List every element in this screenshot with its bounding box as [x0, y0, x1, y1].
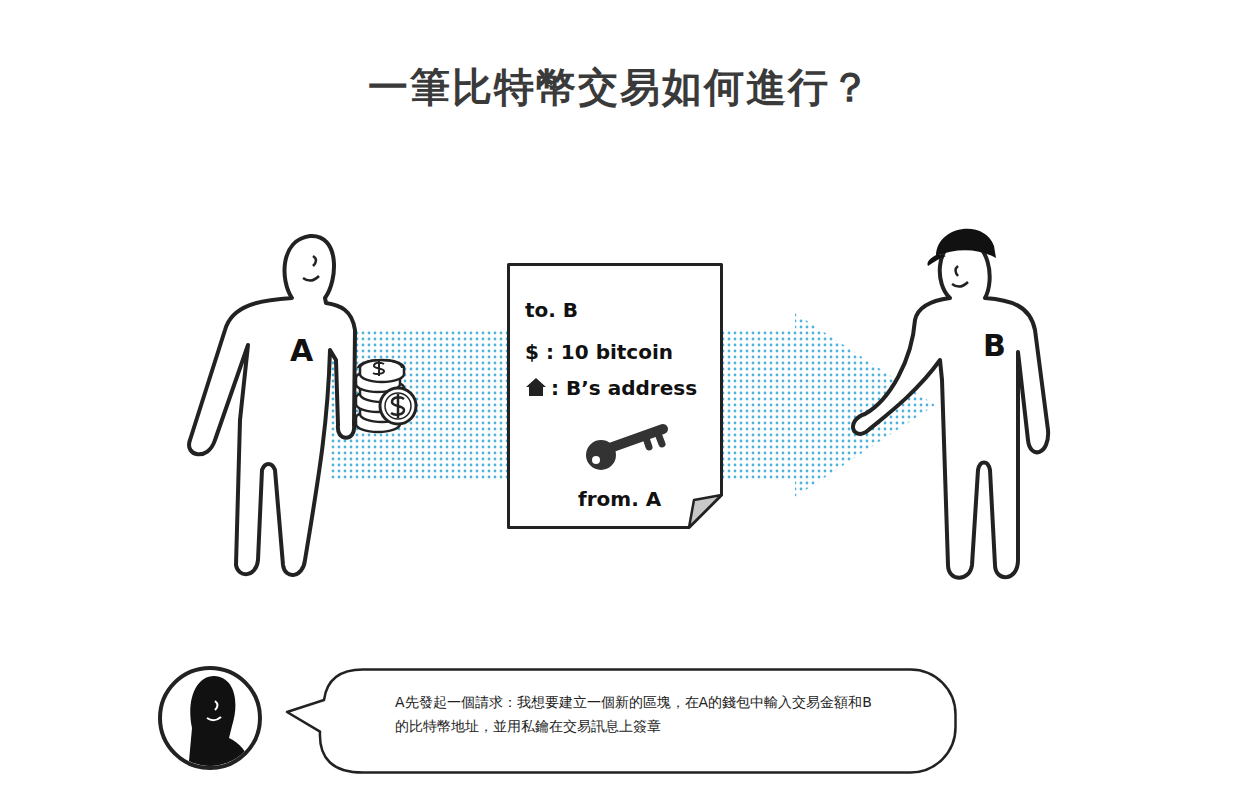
node-outline — [185, 228, 330, 588]
title-wrap: 一筆比特幣交易如何進行？ — [0, 60, 1240, 115]
key-tooth — [645, 435, 649, 447]
transaction-document: to. B $ : 10 bitcoin : B’s address from. A — [507, 263, 723, 529]
person-eye — [313, 256, 316, 266]
text-row: A — [290, 333, 435, 368]
coin-front — [380, 388, 416, 424]
speech-bubble: A先發起一個請求：我想要建立一個新的區塊，在A的錢包中輸入交易金額和B的比特幣地… — [285, 668, 957, 774]
page-fold — [689, 495, 722, 528]
text-row: A先發起一個請求：我想要建立一個新的區塊，在A的錢包中輸入交易金額和B的比特幣地… — [395, 668, 885, 738]
person-figure: B — [935, 212, 1060, 587]
key-bow — [586, 440, 616, 470]
document-sheet — [509, 265, 722, 528]
coin-rim — [385, 393, 411, 419]
diagram-title: 一筆比特幣交易如何進行？ — [368, 64, 872, 110]
dollar-mark — [391, 394, 404, 418]
bubble-outline — [287, 670, 956, 773]
key-tooth — [657, 431, 662, 444]
text-row: $ : 10 bitcoin — [507, 338, 723, 366]
avatar-icon — [160, 668, 260, 772]
house-icon — [525, 377, 547, 397]
person-smile — [303, 276, 319, 281]
node-text: A — [290, 333, 313, 368]
text-row: to. B — [507, 296, 723, 324]
coin-stack — [356, 360, 416, 432]
node-text: from. A — [578, 487, 661, 511]
dollar-mark — [373, 360, 384, 376]
person-outline — [853, 240, 1048, 578]
avatar-smile — [207, 717, 221, 720]
text-row: B — [983, 328, 1108, 363]
key-hole — [592, 456, 600, 464]
person-smile — [952, 282, 968, 287]
key-shaft — [607, 429, 663, 449]
node-text: : B’s address — [551, 376, 697, 400]
person-eye — [956, 266, 959, 276]
avatar-eye — [215, 701, 218, 710]
node-text: A先發起一個請求：我想要建立一個新的區塊，在A的錢包中輸入交易金額和B的比特幣地… — [395, 694, 872, 734]
avatar-silhouette — [188, 676, 252, 772]
house-shape — [526, 378, 546, 396]
node-text: B — [983, 328, 1006, 363]
node-outline — [935, 212, 1060, 587]
cap-brim — [927, 254, 946, 266]
node-text: to. B — [525, 298, 578, 322]
text-row: from. A — [507, 485, 723, 513]
text-row: : B’s address — [507, 374, 723, 402]
cap — [936, 229, 996, 258]
key-icon — [586, 429, 663, 470]
person-outline — [189, 236, 355, 575]
person-figure: A — [185, 228, 330, 588]
node-text: $ : 10 bitcoin — [525, 340, 673, 364]
